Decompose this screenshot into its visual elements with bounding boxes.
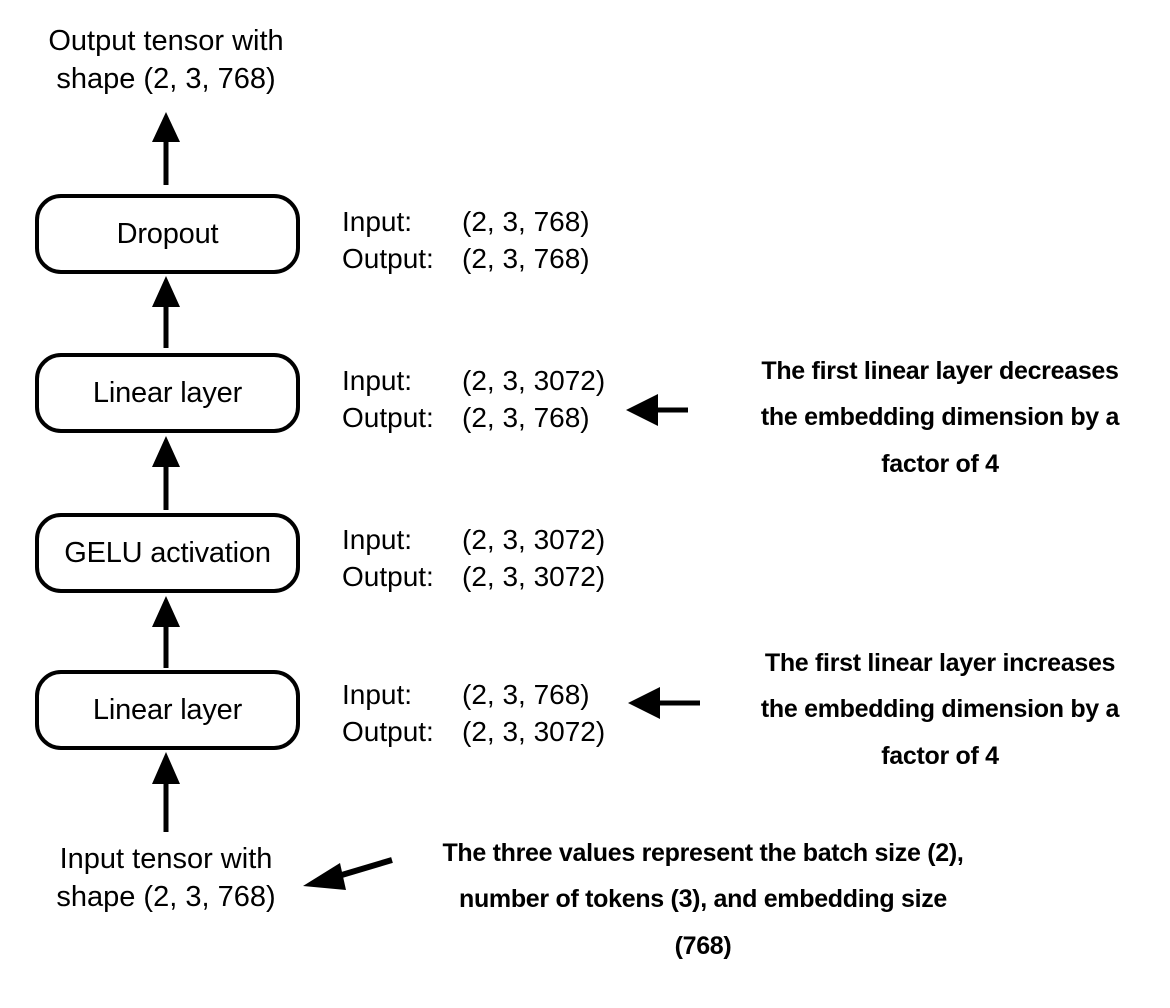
- layer-label-dropout: Dropout: [116, 217, 219, 250]
- io-input-row-dropout: Input: (2, 3, 768): [342, 203, 590, 240]
- io-input-key-linear-2: Input:: [342, 365, 413, 396]
- arrow-linear1-to-gelu: [152, 596, 180, 668]
- io-output-row-dropout: Output: (2, 3, 768): [342, 240, 590, 277]
- arrow-linear2-to-dropout: [152, 276, 180, 348]
- annotation-shape-meaning: The three values represent the batch siz…: [398, 830, 1008, 969]
- annotation-shape-meaning-line-2: number of tokens (3), and embedding size: [458, 885, 948, 914]
- annotation-increase-line-1: The first linear layer increases: [764, 649, 1116, 677]
- io-output-key-linear-1: Output:: [342, 716, 434, 748]
- annotation-decrease-line-3: factor of 4: [881, 449, 999, 478]
- io-input-row-linear-2: Input: (2, 3, 3072): [342, 362, 605, 399]
- io-input-value-gelu: (2, 3, 3072): [462, 524, 606, 555]
- layer-label-linear-2: Linear layer: [92, 376, 243, 409]
- io-input-value-linear-1: (2, 3, 768): [462, 679, 590, 710]
- layer-box-linear-1[interactable]: Linear layer: [35, 670, 300, 750]
- io-output-key-gelu: Output:: [342, 561, 434, 593]
- io-output-row-linear-1: Output: (2, 3, 3072): [342, 713, 605, 750]
- layer-box-gelu[interactable]: GELU activation: [35, 513, 300, 593]
- arrow-gelu-to-linear2: [152, 436, 180, 510]
- io-spec-gelu: Input: (2, 3, 3072) Output: (2, 3, 3072): [342, 521, 605, 595]
- callout-arrow-shape-meaning: [303, 857, 393, 890]
- arrow-dropout-to-output: [152, 112, 180, 185]
- io-output-value-linear-2: (2, 3, 768): [462, 402, 590, 434]
- io-output-value-dropout: (2, 3, 768): [462, 243, 590, 275]
- io-spec-dropout: Input: (2, 3, 768) Output: (2, 3, 768): [342, 203, 590, 277]
- callout-arrow-increase: [628, 687, 700, 719]
- output-tensor-caption: Output tensor with shape (2, 3, 768): [48, 25, 284, 96]
- layer-label-gelu: GELU activation: [64, 536, 271, 569]
- io-output-value-linear-1: (2, 3, 3072): [462, 716, 606, 748]
- annotation-shape-meaning-line-1: The three values represent the batch siz…: [442, 839, 964, 867]
- annotation-decrease-line-2: the embedding dimension by a: [760, 403, 1120, 432]
- layer-box-linear-2[interactable]: Linear layer: [35, 353, 300, 433]
- annotation-increase-line-3: factor of 4: [881, 741, 999, 770]
- layer-label-linear-1: Linear layer: [92, 693, 243, 726]
- annotation-increase: The first linear layer increases the emb…: [722, 640, 1158, 779]
- io-output-value-gelu: (2, 3, 3072): [462, 561, 606, 593]
- io-input-row-linear-1: Input: (2, 3, 768): [342, 676, 605, 713]
- io-spec-linear-2: Input: (2, 3, 3072) Output: (2, 3, 768): [342, 362, 605, 436]
- annotation-decrease-line-1: The first linear layer decreases: [761, 357, 1119, 385]
- annotation-increase-line-2: the embedding dimension by a: [760, 695, 1120, 724]
- arrow-input-to-linear1: [152, 752, 180, 832]
- io-output-key-linear-2: Output:: [342, 402, 434, 434]
- io-input-key-dropout: Input:: [342, 206, 413, 237]
- io-input-row-gelu: Input: (2, 3, 3072): [342, 521, 605, 558]
- io-output-key-dropout: Output:: [342, 243, 434, 275]
- annotation-shape-meaning-line-3: (768): [674, 931, 732, 960]
- io-input-value-dropout: (2, 3, 768): [462, 206, 590, 237]
- io-input-key-gelu: Input:: [342, 524, 413, 555]
- callout-arrow-decrease: [626, 394, 688, 426]
- layer-box-dropout[interactable]: Dropout: [35, 194, 300, 274]
- io-output-row-gelu: Output: (2, 3, 3072): [342, 558, 605, 595]
- io-input-value-linear-2: (2, 3, 3072): [462, 365, 606, 396]
- annotation-decrease: The first linear layer decreases the emb…: [722, 348, 1158, 487]
- io-spec-linear-1: Input: (2, 3, 768) Output: (2, 3, 3072): [342, 676, 605, 750]
- input-tensor-caption: Input tensor with shape (2, 3, 768): [56, 843, 276, 914]
- io-input-key-linear-1: Input:: [342, 679, 413, 710]
- io-output-row-linear-2: Output: (2, 3, 768): [342, 399, 605, 436]
